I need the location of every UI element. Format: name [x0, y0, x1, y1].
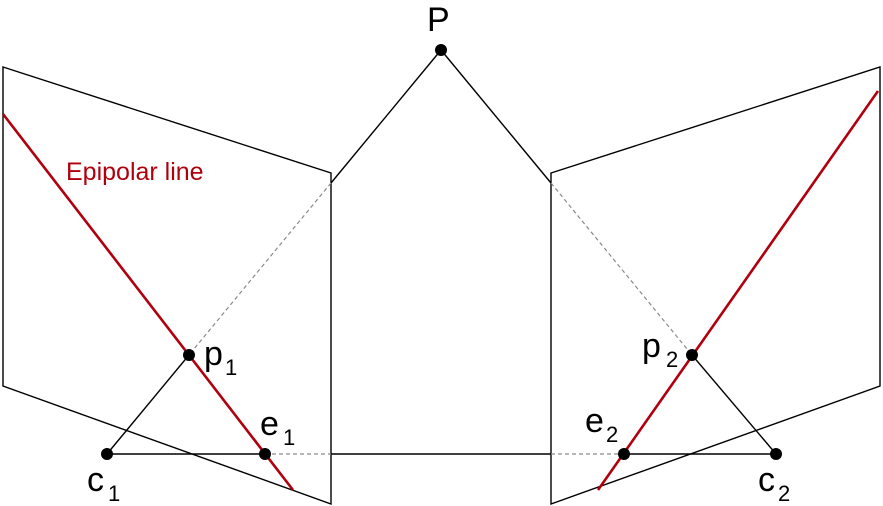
label-e2-subscript: 2 [606, 422, 618, 447]
label-p2: p [642, 327, 661, 365]
label-P: P [427, 1, 450, 39]
label-p1: p [204, 335, 223, 373]
label-e1: e [260, 405, 279, 443]
label-p2-subscript: 2 [666, 347, 678, 372]
label-c2-subscript: 2 [778, 481, 790, 506]
point-e1-marker [259, 448, 271, 460]
ray-P-to-left-plane [330, 49, 442, 184]
point-P-marker [435, 44, 447, 56]
label-c1: c [87, 461, 104, 499]
point-c2-marker [770, 448, 782, 460]
ray-p1-to-c1 [106, 354, 190, 455]
label-c1-subscript: 1 [108, 481, 120, 506]
point-e2-marker [618, 448, 630, 460]
epipolar-line-right [596, 90, 880, 491]
epipolar-line-label: Epipolar line [66, 158, 204, 186]
ray-P-to-right-plane [440, 49, 552, 184]
point-p1-marker [183, 349, 195, 361]
label-c2: c [758, 461, 775, 499]
left-image-plane [2, 66, 332, 505]
label-e2: e [585, 402, 604, 440]
hidden-ray-right [550, 182, 693, 356]
label-p1-subscript: 1 [225, 355, 237, 380]
point-c1-marker [101, 448, 113, 460]
point-p2-marker [686, 349, 698, 361]
epipolar-line-left [1, 113, 295, 491]
ray-p2-to-c2 [691, 354, 777, 455]
hidden-ray-left [188, 182, 332, 356]
right-image-plane [550, 66, 881, 505]
label-e1-subscript: 1 [283, 425, 295, 450]
